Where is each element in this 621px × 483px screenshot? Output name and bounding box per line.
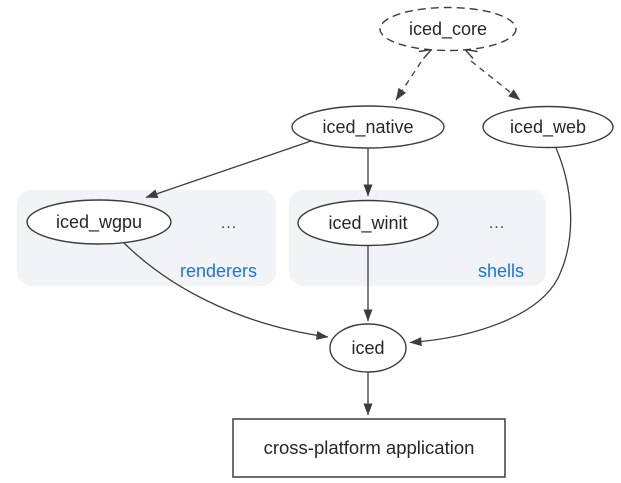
- node-iced-wgpu-label: iced_wgpu: [56, 212, 142, 233]
- node-iced-web: [482, 105, 614, 149]
- node-iced-native: [291, 105, 445, 149]
- node-iced-wgpu: [26, 199, 172, 245]
- edge-core-to-native: [395, 61, 422, 101]
- edge-web-to-iced: [409, 147, 572, 347]
- group-renderers-ellipsis: ...: [221, 215, 237, 232]
- edge-native-to-wgpu: [145, 140, 312, 199]
- group-renderers-label: renderers: [180, 261, 257, 281]
- node-iced-core-label: iced_core: [409, 19, 487, 40]
- node-application: [232, 418, 506, 478]
- node-iced-winit-label: iced_winit: [328, 213, 407, 234]
- edge-wgpu-to-iced: [123, 242, 329, 340]
- edge-core-tail-chevron-left: [418, 48, 434, 59]
- group-shells-ellipsis: ...: [489, 215, 505, 232]
- node-iced: [329, 323, 407, 373]
- node-application-label: cross-platform application: [264, 437, 475, 458]
- node-iced-core: [379, 6, 517, 52]
- node-iced-label: iced: [351, 338, 384, 358]
- node-iced-native-label: iced_native: [322, 117, 413, 138]
- edge-core-to-web: [470, 60, 521, 101]
- node-iced-web-label: iced_web: [510, 117, 586, 138]
- node-iced-winit: [297, 199, 439, 247]
- group-shells-label: shells: [478, 261, 524, 281]
- edge-core-tail-chevron-right: [463, 48, 478, 59]
